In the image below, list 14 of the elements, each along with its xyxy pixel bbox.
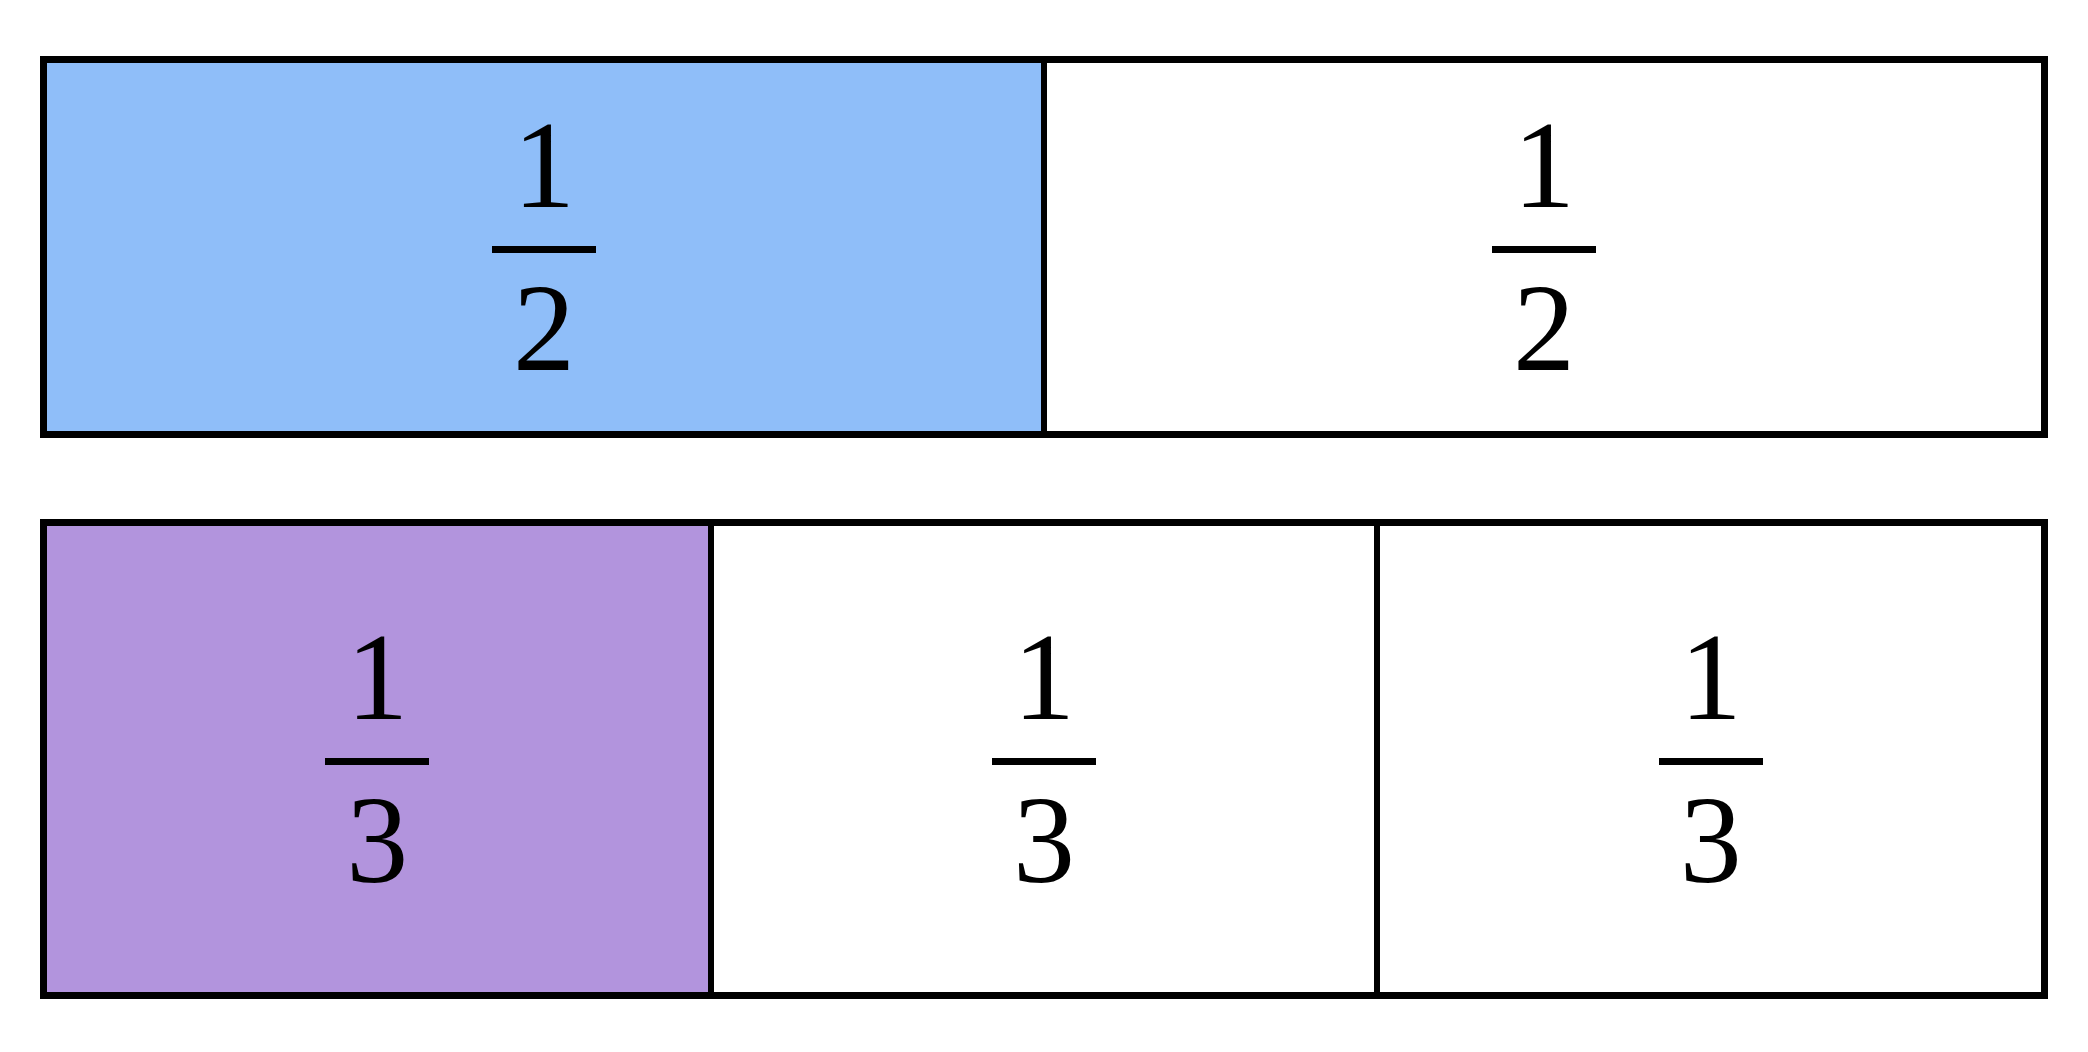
- fraction-cell: [47, 63, 1041, 431]
- numerator: 1: [1679, 615, 1742, 740]
- numerator: 1: [1513, 103, 1575, 228]
- denominator: 2: [513, 266, 575, 391]
- fraction-cell: [47, 526, 708, 992]
- numerator: 1: [1013, 615, 1075, 740]
- denominator: 2: [1513, 266, 1575, 391]
- numerator: 1: [346, 615, 409, 740]
- numerator: 1: [513, 103, 575, 228]
- fraction-strip: [40, 56, 2048, 438]
- fraction-strip: [40, 519, 2048, 999]
- denominator: 3: [1013, 778, 1075, 903]
- denominator: 3: [1679, 778, 1742, 903]
- denominator: 3: [346, 778, 409, 903]
